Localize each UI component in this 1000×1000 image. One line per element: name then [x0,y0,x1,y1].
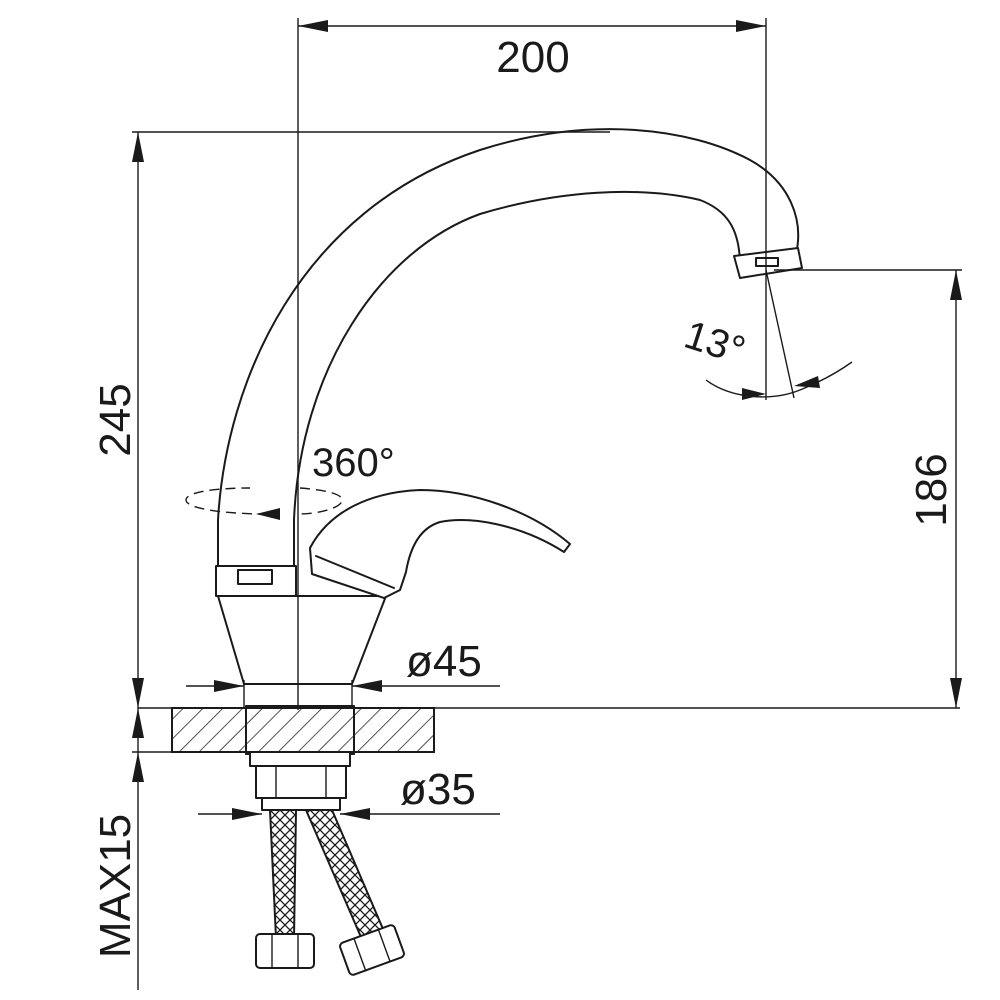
dimension-200: 200 [298,20,766,82]
dimension-max-thickness: MAX15 [91,708,246,990]
dimension-186: 186 [774,269,962,708]
base-diameter-label: ø45 [406,637,482,686]
swivel-rotation-indicator [185,487,343,520]
swivel-angle-label: 360° [312,441,395,485]
total-height-label: 245 [91,383,140,456]
spout-height-label: 186 [907,453,956,526]
lever-handle [309,489,571,599]
center-lines [297,18,795,710]
aerator-tilt-arc [705,361,853,400]
tilt-angle-label: 13° [679,313,750,374]
max-thickness-label: MAX15 [91,814,140,958]
shank-diameter-label: ø35 [400,765,476,814]
dimension-shank-diameter: ø35 [198,765,500,820]
mounting-nut [249,751,351,811]
spout-reach-label: 200 [496,33,569,82]
dimension-base-diameter: ø45 [186,637,500,708]
flexible-hoses [255,809,405,976]
dimension-245: 245 [91,131,610,708]
mounting-deck [138,705,960,755]
faucet-body [217,595,387,685]
